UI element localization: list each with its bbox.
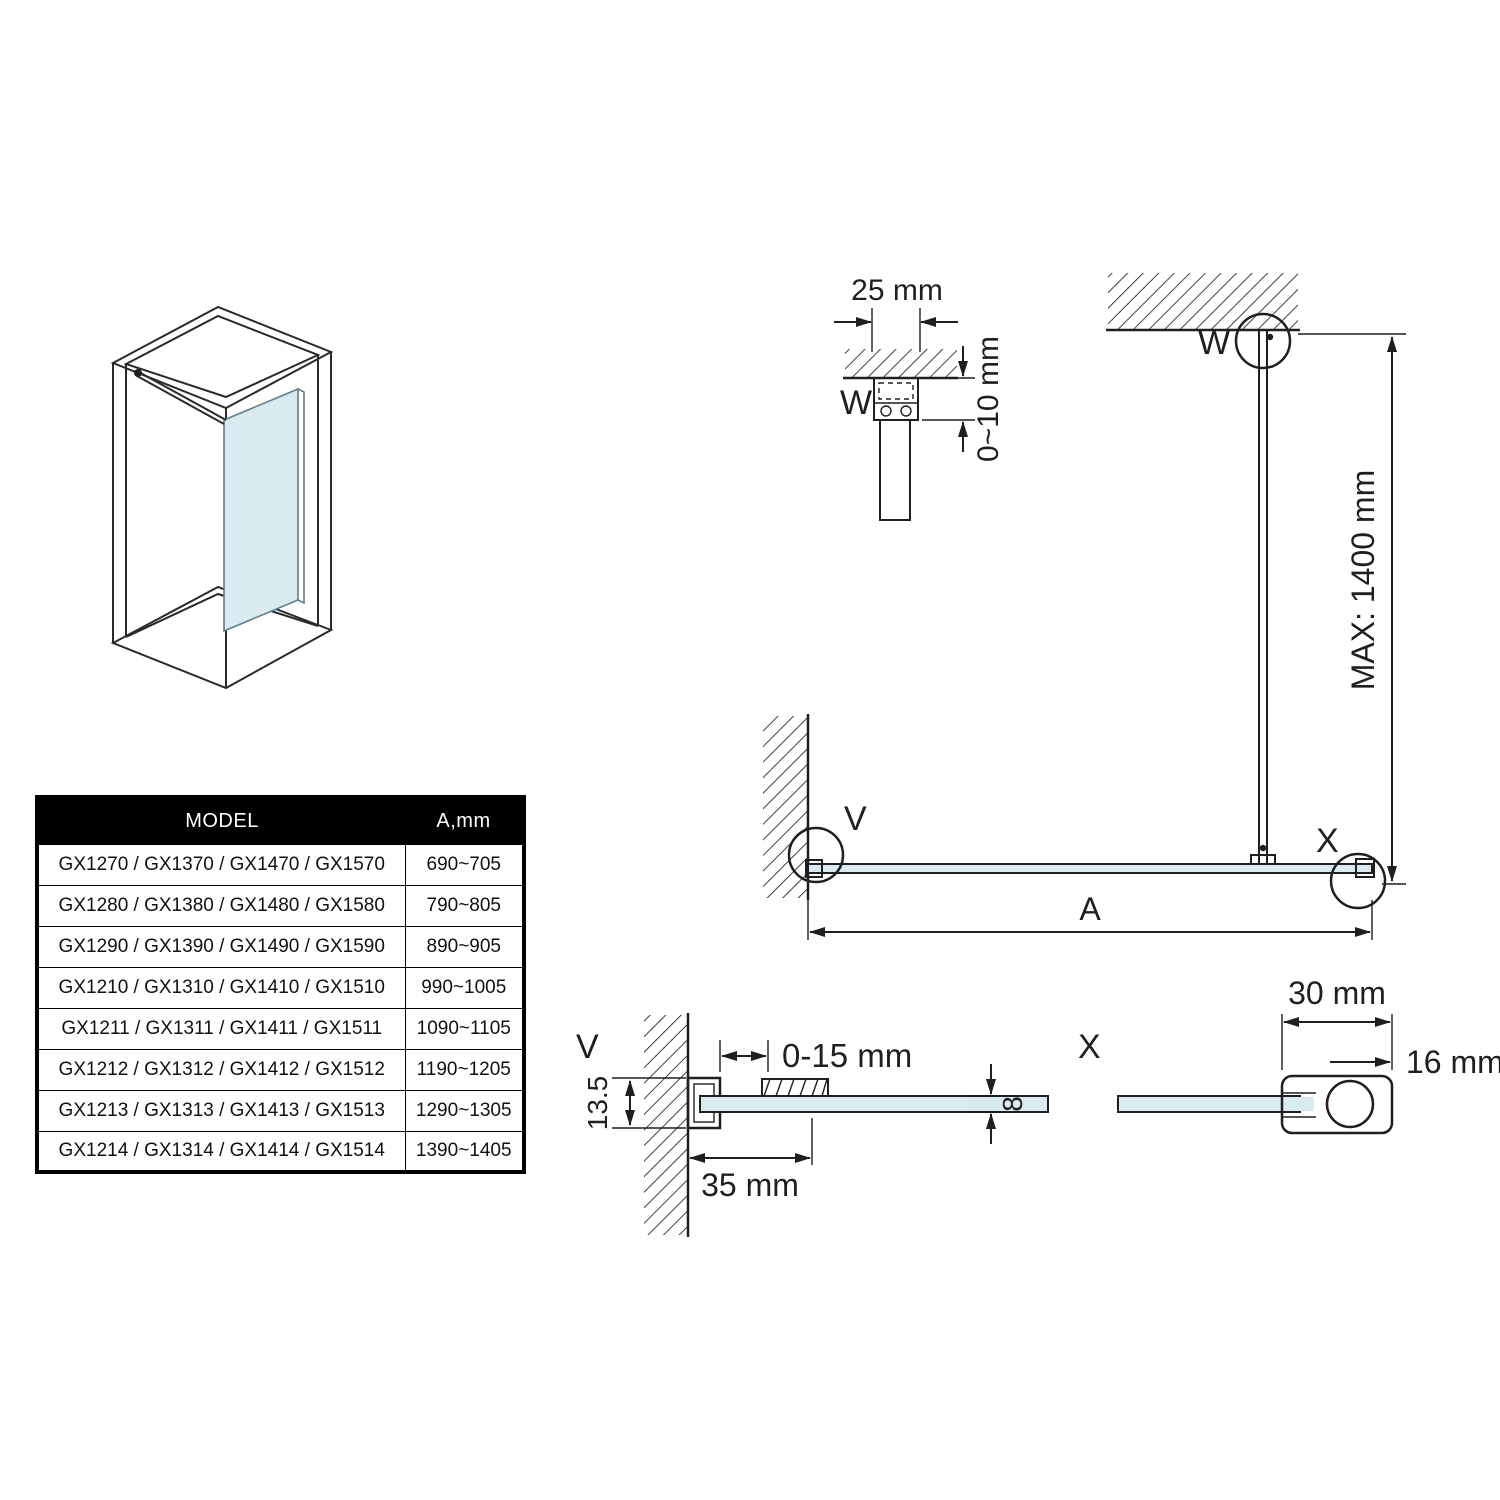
end-cap-plan [1355,858,1375,878]
dim-8: 8 [997,1096,1028,1112]
dim-30mm: 30 mm [1288,975,1386,1011]
plan-x-label: X [1316,822,1339,860]
a-column-header: A,mm [405,797,524,844]
frame-bottom-inner [125,592,319,638]
table-row: GX1290 / GX1390 / GX1490 / GX1590 890~90… [36,925,525,968]
glass-section-v [699,1095,1049,1113]
a-cell: 890~905 [404,925,525,968]
wall-hatch-w [845,349,957,378]
table-row: GX1214 / GX1314 / GX1414 / GX1514 1390~1… [36,1130,525,1173]
dim-25mm: 25 mm [851,274,943,307]
model-cell: GX1212 / GX1312 / GX1412 / GX1512 [36,1048,406,1091]
a-cell: 1090~1105 [404,1007,525,1050]
model-cell: GX1290 / GX1390 / GX1490 / GX1590 [36,925,406,968]
table-row: GX1213 / GX1313 / GX1413 / GX1513 1290~1… [36,1089,525,1132]
a-cell: 1390~1405 [404,1130,525,1173]
isometric-view [110,305,334,690]
table-row: GX1210 / GX1310 / GX1410 / GX1510 990~10… [36,966,525,1009]
a-cell: 1190~1205 [404,1048,525,1091]
support-bar-plan [1250,330,1276,870]
dim-13-5: 13.5 [582,1076,613,1131]
dim-0-15mm: 0-15 mm [782,1037,912,1074]
table-row: GX1270 / GX1370 / GX1470 / GX1570 690~70… [36,843,525,886]
plan-v-label: V [844,800,867,838]
model-table-body: GX1270 / GX1370 / GX1470 / GX1570 690~70… [36,843,525,1173]
glass-clamp-section [761,1078,829,1097]
model-cell: GX1214 / GX1314 / GX1414 / GX1514 [36,1130,406,1173]
model-cell: GX1213 / GX1313 / GX1413 / GX1513 [36,1089,406,1132]
model-column-header: MODEL [37,797,405,844]
table-row: GX1211 / GX1311 / GX1411 / GX1511 1090~1… [36,1007,525,1050]
model-cell: GX1211 / GX1311 / GX1411 / GX1511 [36,1007,406,1050]
a-cell: 1290~1305 [404,1089,525,1132]
a-cell: 690~705 [404,843,525,886]
a-cell: 790~805 [404,884,525,927]
support-bar-cut [879,419,911,521]
detail-x-section: X 30 mm 16 mm [1078,975,1500,1135]
dim-0-10mm: 0~10 mm [972,336,1005,462]
detail-x-label: X [1078,1028,1101,1066]
end-cap-profile [1280,1074,1394,1135]
dim-16mm: 16 mm [1406,1044,1500,1080]
model-table: MODEL A,mm GX1270 / GX1370 / GX1470 / GX… [35,795,526,1174]
glass-section-x [1117,1095,1301,1113]
dim-max-1400mm: MAX: 1400 mm [1345,470,1381,691]
detail-v-section: V 13.5 [576,1013,1049,1237]
bracket-screw-dot [1266,333,1274,341]
detail-w-section: 25 mm W 0~10 mm [834,274,1005,521]
table-row: GX1212 / GX1312 / GX1412 / GX1512 1190~1… [36,1048,525,1091]
detail-v-callout [787,826,845,884]
a-cell: 990~1005 [404,966,525,1009]
frame-bottom-outer [110,585,334,690]
glass-panel-iso [223,387,299,633]
glass-edge-iso [297,388,305,605]
detail-w-label: W [840,384,872,422]
dim-35mm: 35 mm [701,1167,799,1203]
detail-x-callout [1329,852,1387,910]
wall-profile-plan [805,859,823,878]
model-cell: GX1270 / GX1370 / GX1470 / GX1570 [36,843,406,886]
detail-v-label: V [576,1028,599,1066]
detail-w-callout [1234,312,1292,370]
model-table-header: MODEL A,mm [37,797,524,844]
plan-view: W MAX: 1400 mm V X A [763,273,1406,940]
plan-w-label: W [1198,324,1230,362]
wall-bracket-section [873,377,919,421]
opposite-wall-hatch [1108,273,1298,329]
glass-panel-plan [807,863,1373,874]
model-cell: GX1280 / GX1380 / GX1480 / GX1580 [36,884,406,927]
model-cell: GX1210 / GX1310 / GX1410 / GX1510 [36,966,406,1009]
left-wall-hatch [763,716,808,898]
wall-hatch-v [644,1015,688,1235]
support-bar-iso [134,369,227,425]
dim-a: A [1079,891,1101,927]
table-row: GX1280 / GX1380 / GX1480 / GX1580 790~80… [36,884,525,927]
